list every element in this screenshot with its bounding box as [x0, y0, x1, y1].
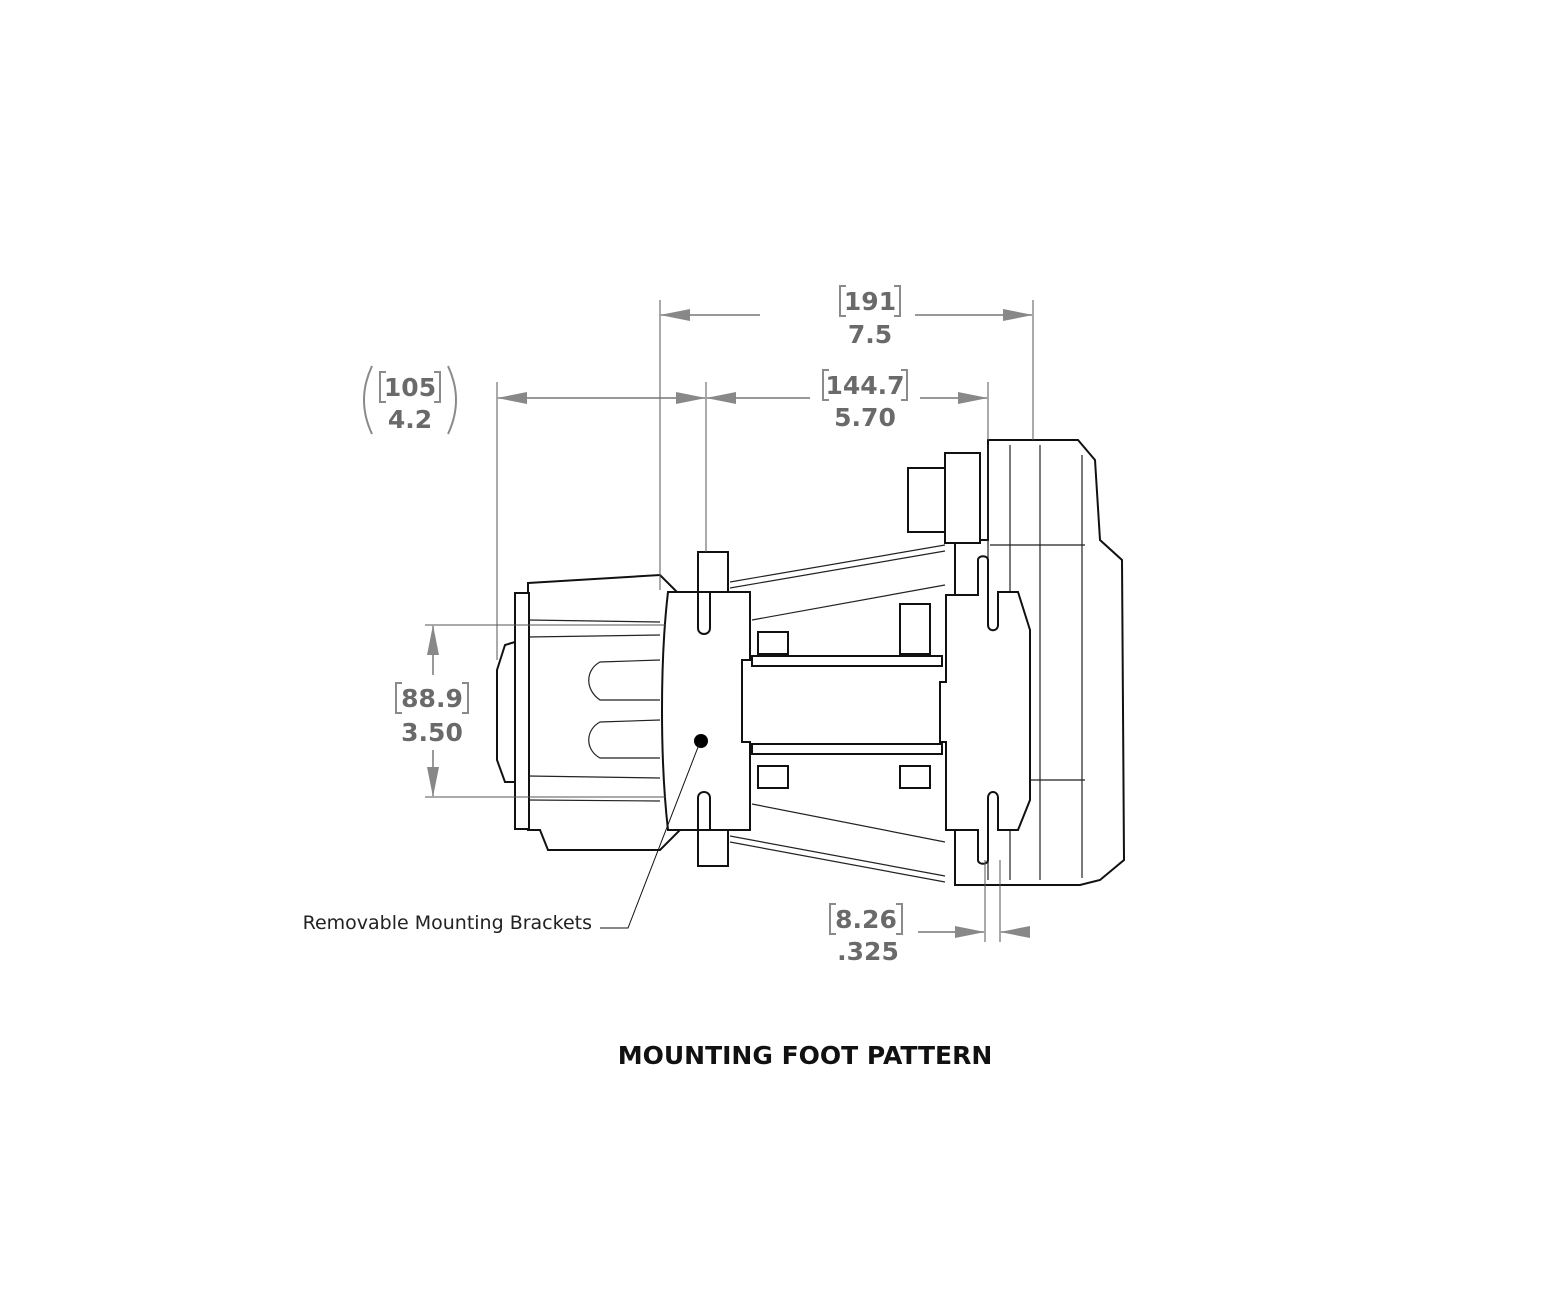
dim-spacing-in: 5.70: [834, 403, 896, 432]
bracket-left: [829, 903, 836, 935]
paren-right: [447, 365, 457, 435]
dim-spacing-mm: 144.7: [825, 371, 904, 400]
bracket-left: [822, 369, 829, 401]
motor-assembly: [496, 439, 1126, 886]
callout-dot: [694, 734, 708, 748]
dimension-bracket-spacing: 144.7 5.70: [706, 369, 989, 440]
dim-overall-mm: 191: [844, 287, 896, 316]
bracket-callout: Removable Mounting Brackets: [303, 741, 701, 934]
paren-left: [363, 365, 373, 435]
bracket-right: [462, 682, 469, 714]
bracket-right: [901, 369, 908, 401]
dim-slot-in: .325: [837, 937, 899, 966]
dimension-front: 105 4.2: [363, 365, 707, 660]
dim-overall-in: 7.5: [848, 320, 892, 349]
bracket-left: [379, 371, 386, 403]
dim-height-mm: 88.9: [401, 684, 463, 713]
dim-front-in: 4.2: [388, 405, 432, 434]
bracket-right: [894, 285, 901, 317]
dimension-overall: 191 7.5: [659, 285, 1034, 590]
connector-icon: [907, 467, 947, 533]
dim-height-in: 3.50: [401, 718, 463, 747]
bracket-right: [434, 371, 441, 403]
bracket-left: [839, 285, 846, 317]
callout-label: Removable Mounting Brackets: [303, 912, 592, 934]
dimension-foot-height: 88.9 3.50: [395, 624, 665, 798]
dim-front-mm: 105: [384, 373, 436, 402]
bracket-left: [395, 682, 402, 714]
dim-slot-mm: 8.26: [835, 905, 897, 934]
dimension-slot-width: 8.26 .325: [829, 860, 1030, 966]
bracket-right: [896, 903, 903, 935]
drawing-title: MOUNTING FOOT PATTERN: [618, 1041, 993, 1070]
